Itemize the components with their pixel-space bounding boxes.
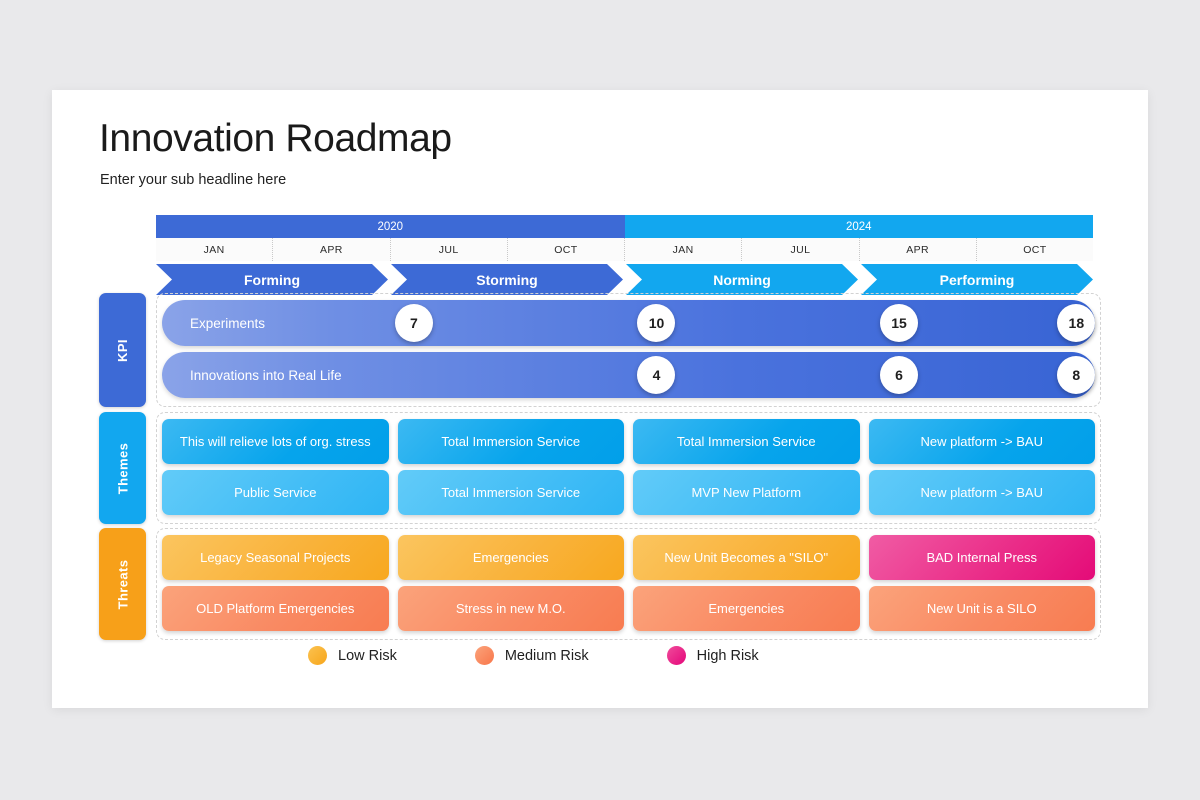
section-tab-themes-label: Themes	[115, 442, 130, 494]
threat-card-high[interactable]: BAD Internal Press	[868, 535, 1095, 580]
kpi-value-marker: 18	[1057, 304, 1096, 342]
timeline-month-6: APR	[860, 238, 977, 261]
section-themes: Themes This will relieve lots of org. st…	[99, 412, 1101, 524]
kpi-bar-label: Experiments	[190, 315, 266, 331]
theme-card[interactable]: Public Service	[162, 470, 389, 515]
kpi-value-marker: 10	[637, 304, 676, 342]
kpi-value-marker: 6	[880, 356, 919, 394]
timeline-month-5: JUL	[742, 238, 860, 261]
timeline-year-2024: 2024	[624, 215, 1093, 238]
section-tab-threats[interactable]: Threats	[99, 528, 146, 640]
theme-card[interactable]: New platform -> BAU	[868, 419, 1095, 464]
kpi-bar: Innovations into Real Life 4 6 8	[162, 352, 1096, 398]
theme-card[interactable]: Total Immersion Service	[397, 470, 624, 515]
kpi-bar: Experiments 7 10 15 18	[162, 300, 1096, 346]
legend-item-low: Low Risk	[308, 646, 397, 665]
legend-label-medium: Medium Risk	[504, 647, 589, 664]
legend-dot-medium-icon	[474, 646, 494, 665]
kpi-bar-label: Innovations into Real Life	[190, 367, 342, 383]
threat-card-low[interactable]: New Unit Becomes a "SILO"	[633, 535, 860, 580]
legend-dot-high-icon	[666, 646, 686, 665]
kpi-value-marker: 15	[880, 304, 919, 342]
threat-card-medium[interactable]: Emergencies	[633, 586, 860, 631]
timeline-month-0: JAN	[156, 238, 274, 261]
timeline-month-7: OCT	[1023, 243, 1047, 256]
kpi-value-marker: 4	[637, 356, 676, 394]
timeline-month-3: OCT	[508, 238, 625, 261]
kpi-value-marker: 8	[1057, 356, 1096, 394]
theme-card[interactable]: This will relieve lots of org. stress	[162, 419, 389, 464]
theme-card[interactable]: Total Immersion Service	[633, 419, 860, 464]
threat-card-low[interactable]: Legacy Seasonal Projects	[162, 535, 389, 580]
theme-card[interactable]: New platform -> BAU	[868, 470, 1095, 515]
threat-card-medium[interactable]: Stress in new M.O.	[397, 586, 624, 631]
page-title: Innovation Roadmap	[99, 117, 452, 160]
threat-card-medium[interactable]: New Unit is a SILO	[868, 586, 1095, 631]
slide-canvas: Innovation Roadmap Enter your sub headli…	[52, 90, 1148, 708]
legend-item-high: High Risk	[666, 646, 759, 665]
timeline-phase-performing[interactable]: Performing	[861, 264, 1093, 295]
timeline-month-2: JUL	[391, 238, 508, 261]
threat-card-low[interactable]: Emergencies	[397, 535, 624, 580]
legend-label-high: High Risk	[696, 647, 759, 664]
legend-item-medium: Medium Risk	[474, 646, 589, 665]
theme-card[interactable]: Total Immersion Service	[397, 419, 624, 464]
risk-legend: Low Risk Medium Risk High Risk	[308, 646, 759, 665]
timeline-phase-storming[interactable]: Storming	[391, 264, 623, 295]
section-tab-threats-label: Threats	[115, 559, 131, 609]
kpi-value-marker: 7	[394, 304, 433, 342]
page-subtitle: Enter your sub headline here	[100, 172, 287, 188]
threat-card-medium[interactable]: OLD Platform Emergencies	[162, 586, 389, 631]
section-tab-kpi-label: KPI	[115, 338, 130, 362]
theme-card[interactable]: MVP New Platform	[633, 470, 860, 515]
timeline-year-2020: 2020	[156, 215, 625, 238]
timeline-phase-norming[interactable]: Norming	[626, 264, 858, 295]
legend-dot-low-icon	[308, 646, 327, 665]
timeline-month-4: JAN	[625, 238, 743, 261]
timeline-month-1: APR	[273, 238, 391, 261]
section-tab-themes[interactable]: Themes	[99, 412, 146, 524]
section-tab-kpi[interactable]: KPI	[99, 293, 146, 407]
timeline-phase-forming[interactable]: Forming	[156, 264, 388, 295]
legend-label-low: Low Risk	[338, 647, 397, 664]
